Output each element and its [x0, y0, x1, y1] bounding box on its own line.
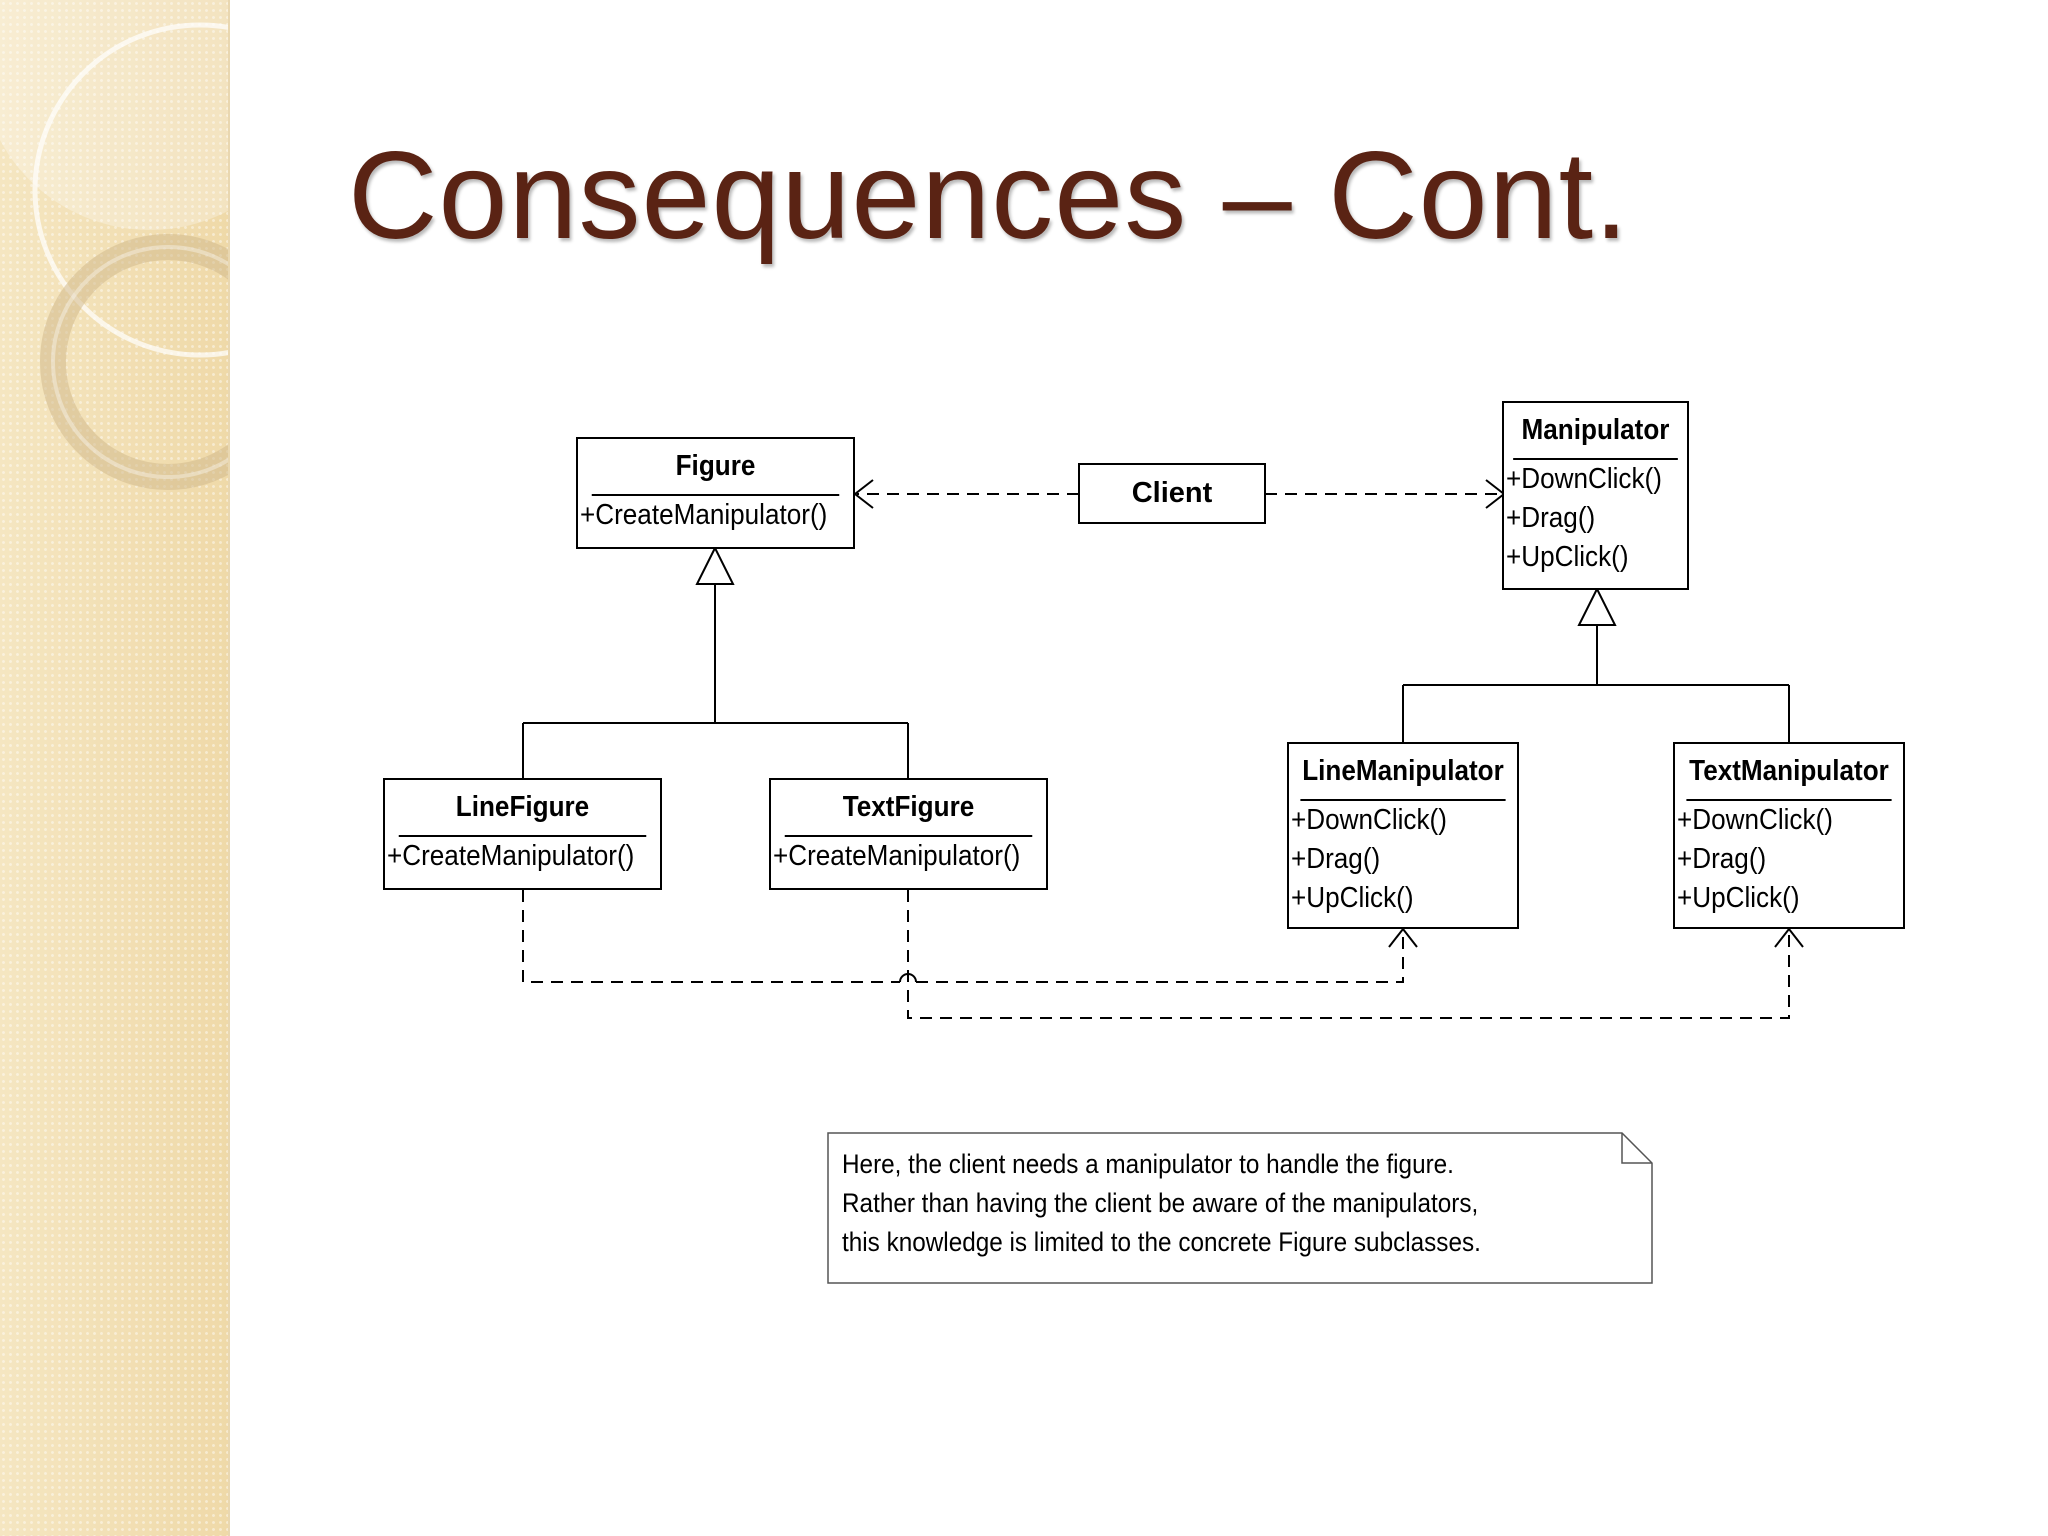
strip-divider — [228, 0, 230, 1536]
class-linemanipulator: LineManipulator +DownClick() +Drag() +Up… — [1287, 742, 1519, 929]
class-operations: +CreateManipulator() — [385, 837, 660, 876]
slide-title: Consequences – Cont. — [348, 127, 1630, 265]
operation: +CreateManipulator() — [580, 499, 828, 531]
class-textfigure: TextFigure +CreateManipulator() — [769, 778, 1048, 890]
operation: +UpClick() — [1677, 882, 1800, 914]
decorative-side-strip — [0, 0, 230, 1536]
operation: +Drag() — [1506, 502, 1596, 534]
operation: +Drag() — [1677, 843, 1767, 875]
operation: +UpClick() — [1506, 541, 1629, 573]
note-line: this knowledge is limited to the concret… — [842, 1227, 1481, 1257]
class-figure: Figure +CreateManipulator() — [576, 437, 855, 549]
class-operations: +DownClick() +Drag() +UpClick() — [1675, 801, 1903, 918]
class-operations: +CreateManipulator() — [771, 837, 1046, 876]
operation: +CreateManipulator() — [773, 840, 1021, 872]
class-manipulator: Manipulator +DownClick() +Drag() +UpClic… — [1502, 401, 1689, 590]
class-linefigure: LineFigure +CreateManipulator() — [383, 778, 662, 890]
class-name: TextFigure — [784, 780, 1033, 837]
class-textmanipulator: TextManipulator +DownClick() +Drag() +Up… — [1673, 742, 1905, 929]
uml-note: Here, the client needs a manipulator to … — [828, 1133, 1636, 1281]
class-name: LineFigure — [398, 780, 647, 837]
operation: +UpClick() — [1291, 882, 1414, 914]
operation: +DownClick() — [1291, 804, 1447, 836]
client-box: Client — [1078, 463, 1266, 524]
class-name: TextManipulator — [1686, 744, 1892, 801]
note-text: Here, the client needs a manipulator to … — [842, 1145, 1481, 1262]
operation: +DownClick() — [1677, 804, 1833, 836]
note-line: Here, the client needs a manipulator to … — [842, 1149, 1454, 1179]
class-operations: +DownClick() +Drag() +UpClick() — [1504, 460, 1687, 577]
operation: +Drag() — [1291, 843, 1381, 875]
operation: +CreateManipulator() — [387, 840, 635, 872]
operation: +DownClick() — [1506, 463, 1662, 495]
class-operations: +CreateManipulator() — [578, 496, 853, 535]
note-line: Rather than having the client be aware o… — [842, 1188, 1479, 1218]
class-name: Figure — [591, 439, 840, 496]
decorative-rings — [0, 0, 230, 490]
class-name: Manipulator — [1513, 403, 1678, 460]
class-name: LineManipulator — [1300, 744, 1506, 801]
class-operations: +DownClick() +Drag() +UpClick() — [1289, 801, 1517, 918]
